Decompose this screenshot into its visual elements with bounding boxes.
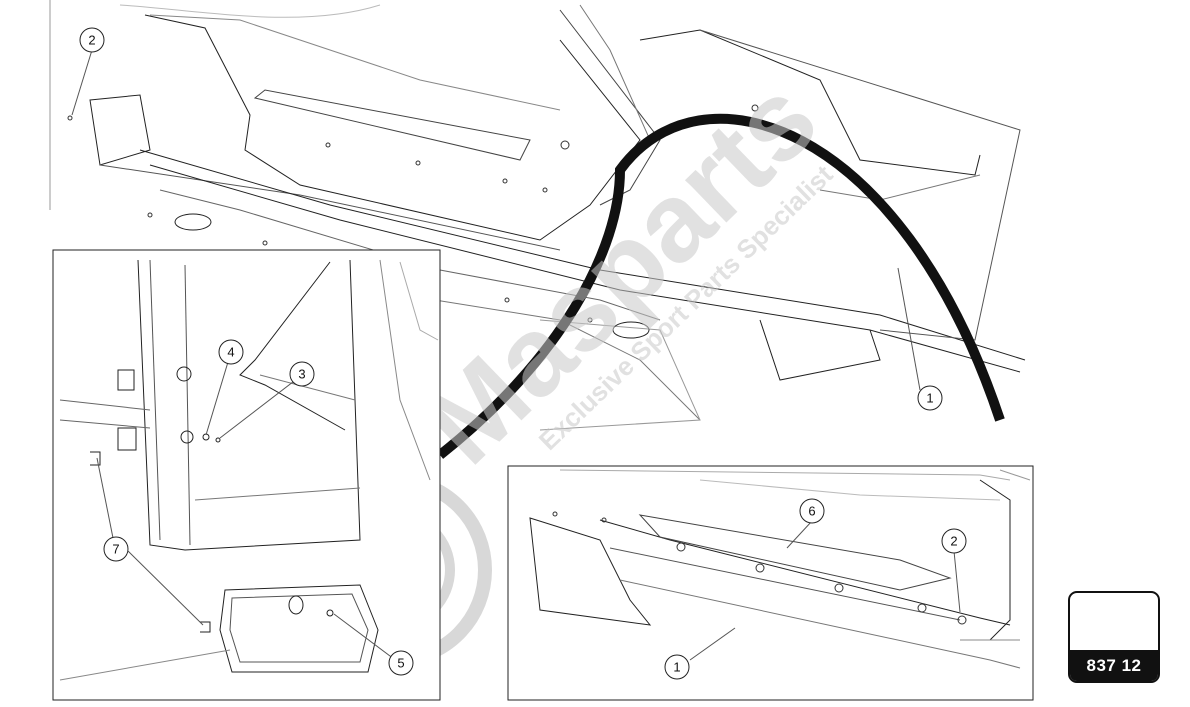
detail-panel-right (507, 465, 1034, 701)
svg-text:2: 2 (950, 534, 957, 549)
callout-main-1: 1 (917, 385, 943, 411)
watermark-brand: Masparts (400, 56, 841, 488)
callout-main-2: 2 (79, 27, 105, 53)
svg-text:7: 7 (112, 542, 119, 557)
callout-left-3: 3 (289, 361, 315, 387)
reference-code-box: 837 12 (1068, 591, 1160, 683)
detail-panel-left (52, 249, 441, 701)
callouts: 2 1 4 3 7 5 6 2 (79, 27, 967, 680)
reference-code: 837 12 (1070, 650, 1158, 681)
svg-text:1: 1 (673, 660, 680, 675)
svg-text:6: 6 (808, 504, 815, 519)
callout-left-5: 5 (388, 650, 414, 676)
callout-left-4: 4 (218, 339, 244, 365)
svg-text:5: 5 (397, 656, 404, 671)
svg-text:2: 2 (88, 33, 95, 48)
svg-text:4: 4 (227, 345, 234, 360)
callout-right-2: 2 (941, 528, 967, 554)
svg-text:3: 3 (298, 367, 305, 382)
svg-text:1: 1 (926, 391, 933, 406)
callout-right-6: 6 (799, 498, 825, 524)
callout-right-1: 1 (664, 654, 690, 680)
callout-left-7: 7 (103, 536, 129, 562)
